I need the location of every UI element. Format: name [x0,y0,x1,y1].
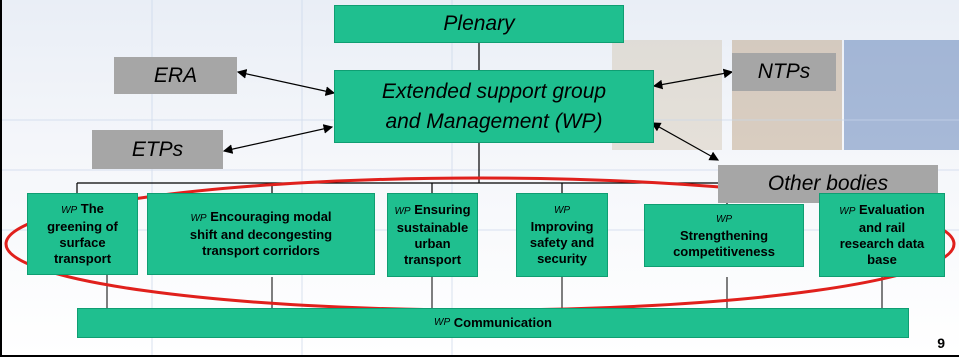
etps-box: ETPs [92,130,223,169]
wp-urban-transport-line: urban [414,236,451,251]
wp-urban-transport-line: sustainable [396,220,469,235]
wp-safety-box: WP Improving safety and security [516,193,608,277]
wp-safety-line: safety and [529,235,595,250]
wp-tag: WP [839,206,856,217]
wp-tag: WP [553,205,571,216]
era-label: ERA [153,63,198,87]
wp-modal-shift-line: shift and decongesting [189,227,333,242]
era-box: ERA [114,57,237,94]
wp-tag: WP [434,317,451,328]
support-group-label-1: Extended support group [381,79,607,103]
wp-greening-line: transport [53,251,112,266]
wp-tag: WP [394,206,411,217]
wp-competitiveness-line: Strengthening [679,227,769,243]
support-group-box: Extended support group and Management (W… [334,70,654,143]
plenary-box: Plenary [334,5,624,43]
wp-competitiveness-line: competitiveness [673,243,775,259]
wp-tag: WP [61,205,78,216]
support-group-label-2: and Management (WP) [385,109,603,133]
page-number: 9 [937,335,945,351]
plenary-label: Plenary [443,12,515,35]
wp-modal-shift-line: transport corridors [202,243,320,258]
wp-safety-line: Improving [530,219,594,234]
etps-label: ETPs [131,137,184,161]
wp-urban-transport-box: WP Ensuring sustainable urban transport [387,193,478,277]
wp-evaluation-box: WP Evaluation and rail research data bas… [819,193,945,277]
wp-safety-line: security [537,251,587,266]
wp-tag: WP [715,213,733,225]
wp-greening-line: surface [59,235,106,250]
communication-label: Communication [453,315,552,330]
ntps-label: NTPs [757,60,811,83]
wp-competitiveness-box: WP Strengthening competitiveness [644,204,804,267]
ntps-box: NTPs [732,53,836,91]
wp-greening-line: The [80,201,104,216]
other-bodies-label: Other bodies [767,172,889,195]
wp-evaluation-line: research data [839,236,925,251]
wp-modal-shift-line: Encouraging modal [210,209,332,224]
wp-communication-bar: WP Communication [77,308,909,338]
wp-evaluation-line: Evaluation [858,202,925,217]
wp-greening-box: WP The greening of surface transport [27,193,138,275]
wp-evaluation-line: and rail [858,220,906,235]
wp-urban-transport-line: transport [403,252,462,267]
wp-evaluation-line: base [867,252,897,267]
wp-greening-line: greening of [47,219,118,234]
wp-modal-shift-box: WP Encouraging modal shift and decongest… [147,193,375,275]
wp-urban-transport-line: Ensuring [414,202,471,217]
wp-tag: WP [190,213,207,224]
